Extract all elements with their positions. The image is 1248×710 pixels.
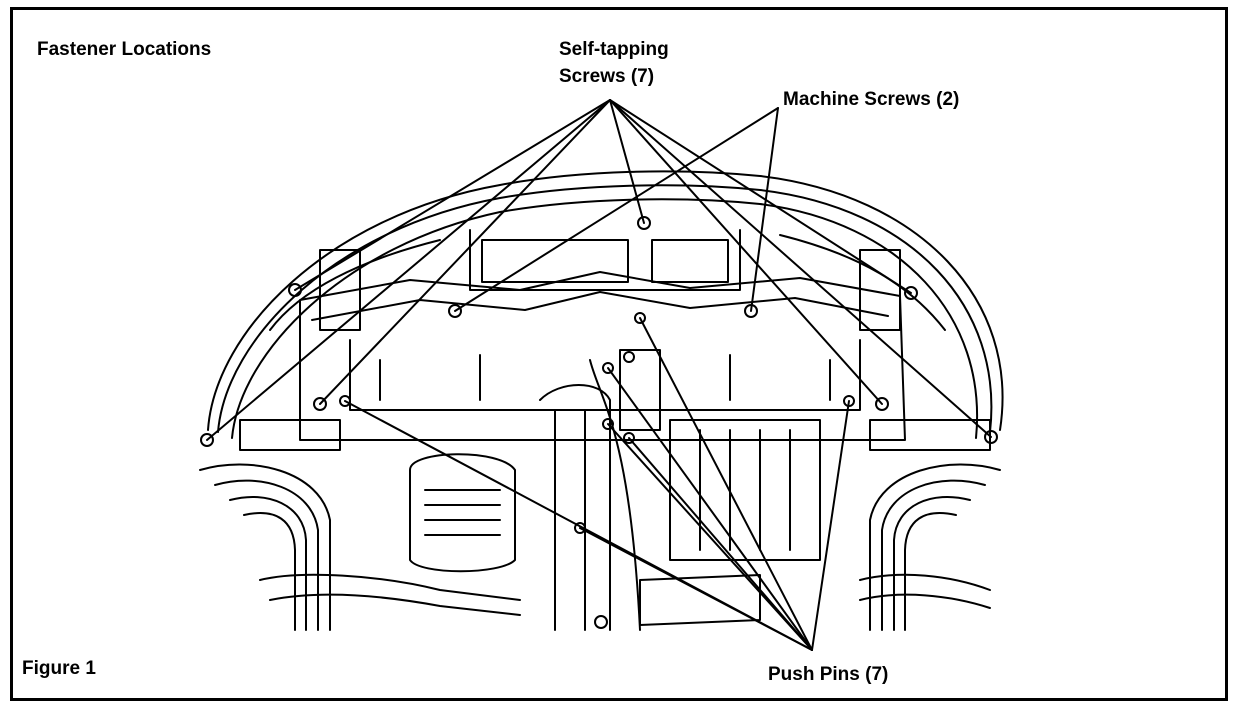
engine-components xyxy=(259,349,991,631)
left-wheel xyxy=(199,463,331,631)
leader-lines-self-tapping xyxy=(206,99,992,441)
self-tapping-screws-label-line2: Screws (7) xyxy=(559,66,655,87)
right-wheel xyxy=(869,463,1001,631)
leader-lines-machine-screws xyxy=(454,107,779,312)
figure-caption: Figure 1 xyxy=(22,658,96,679)
machine-screws-label: Machine Screws (2) xyxy=(783,89,960,110)
splash-shield xyxy=(239,229,991,451)
figure-title: Fastener Locations xyxy=(37,39,212,60)
figure-frame xyxy=(10,7,1228,701)
self-tapping-screws-label-line1: Self-tapping xyxy=(559,39,669,60)
push-pins-label: Push Pins (7) xyxy=(768,664,889,685)
leader-lines-push-pins xyxy=(344,317,850,651)
